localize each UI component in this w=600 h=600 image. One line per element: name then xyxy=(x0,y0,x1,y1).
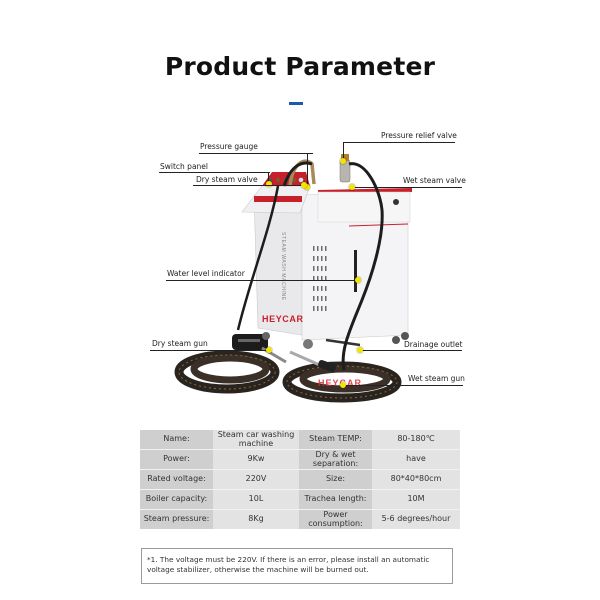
table-row: Boiler capacity: 10L Trachea length: 10M xyxy=(140,490,460,510)
label-drainage-outlet: Drainage outlet xyxy=(404,340,463,349)
label-pressure-relief-valve: Pressure relief valve xyxy=(381,131,457,140)
page-title: Product Parameter xyxy=(164,52,436,81)
dry-steam-valve-leader xyxy=(193,185,305,186)
spec-value: 80*40*80cm xyxy=(372,470,460,490)
spec-key: Trachea length: xyxy=(299,490,372,510)
dry-steam-gun-marker xyxy=(266,347,272,353)
spec-key: Dry & wet separation: xyxy=(299,450,372,470)
spec-value: 10M xyxy=(372,490,460,510)
spec-key: Power: xyxy=(140,450,213,470)
svg-text:HEYCAR: HEYCAR xyxy=(262,314,304,324)
pressure-relief-valve-leader-drop xyxy=(343,142,344,160)
table-row: Name: Steam car washing machine Steam TE… xyxy=(140,430,460,450)
spec-key: Steam pressure: xyxy=(140,510,213,529)
label-wet-steam-valve: Wet steam valve xyxy=(403,176,466,185)
spec-value: 80-180℃ xyxy=(372,430,460,450)
pressure-gauge-marker xyxy=(304,184,310,190)
drainage-outlet-marker xyxy=(357,347,363,353)
label-switch-panel: Switch panel xyxy=(160,162,208,171)
svg-text:STEAM WASH MACHINE: STEAM WASH MACHINE xyxy=(280,232,286,301)
pressure-gauge-leader-drop xyxy=(307,153,308,187)
pressure-relief-valve-leader xyxy=(343,142,455,143)
spec-key: Rated voltage: xyxy=(140,470,213,490)
spec-value: 9Kw xyxy=(213,450,299,470)
dry-steam-gun-hose-coil xyxy=(174,350,280,394)
wet-steam-valve-marker xyxy=(349,184,355,190)
dry-steam-valve-marker xyxy=(301,182,307,188)
label-dry-steam-valve: Dry steam valve xyxy=(196,175,258,184)
label-pressure-gauge: Pressure gauge xyxy=(200,142,258,151)
table-row: Rated voltage: 220V Size: 80*40*80cm xyxy=(140,470,460,490)
label-dry-steam-gun: Dry steam gun xyxy=(152,339,208,348)
label-wet-steam-gun: Wet steam gun xyxy=(408,374,465,383)
spec-value: have xyxy=(372,450,460,470)
drainage-outlet-leader xyxy=(360,350,462,351)
table-row: Steam pressure: 8Kg Power consumption: 5… xyxy=(140,510,460,529)
wet-steam-gun-leader xyxy=(343,385,463,386)
switch-panel-marker xyxy=(266,181,272,187)
voltage-warning-note: *1. The voltage must be 220V. If there i… xyxy=(141,548,453,584)
spec-key: Boiler capacity: xyxy=(140,490,213,510)
spec-key: Steam TEMP: xyxy=(299,430,372,450)
spec-value: Steam car washing machine xyxy=(213,430,299,450)
spec-value: 5-6 degrees/hour xyxy=(372,510,460,529)
table-row: Power: 9Kw Dry & wet separation: have xyxy=(140,450,460,470)
pressure-gauge-leader xyxy=(199,153,313,154)
spec-key: Name: xyxy=(140,430,213,450)
dry-steam-gun-leader xyxy=(150,350,268,351)
spec-value: 220V xyxy=(213,470,299,490)
machine-body: STEAM WASH MACHINE HEYCAR xyxy=(241,172,412,349)
title-accent-bar xyxy=(289,102,303,105)
pressure-relief-valve-marker xyxy=(340,158,346,164)
spec-value: 8Kg xyxy=(213,510,299,529)
spec-key: Size: xyxy=(299,470,372,490)
water-level-indicator-marker xyxy=(355,277,361,283)
spec-table: Name: Steam car washing machine Steam TE… xyxy=(140,430,460,529)
spec-key: Power consumption: xyxy=(299,510,372,529)
wet-steam-gun-marker xyxy=(340,382,346,388)
wet-steam-valve-leader xyxy=(352,187,462,188)
spec-value: 10L xyxy=(213,490,299,510)
switch-panel-leader-drop xyxy=(268,172,269,184)
water-level-indicator-leader xyxy=(166,280,358,281)
switch-panel-leader xyxy=(159,172,270,173)
label-water-level-indicator: Water level indicator xyxy=(167,269,245,278)
